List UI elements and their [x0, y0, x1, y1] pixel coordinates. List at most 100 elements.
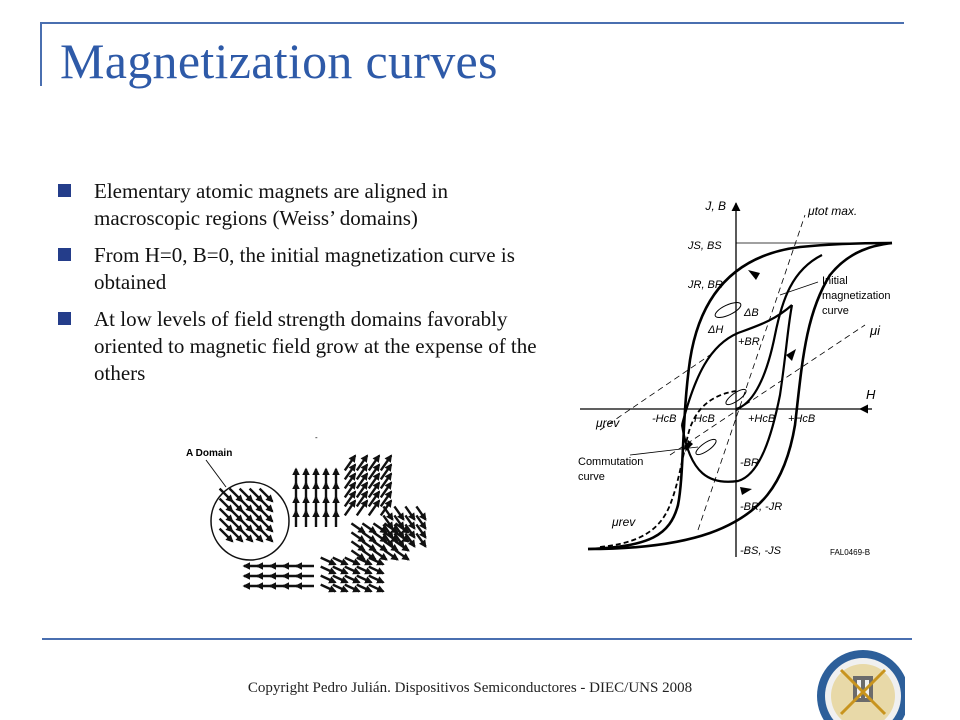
magnetic-moment-arrow	[367, 481, 381, 499]
jr-br-label: JR, BR	[687, 279, 723, 291]
magnetic-moment-arrow	[258, 487, 274, 503]
footer-copyright: Copyright Pedro Julián. Dispositivos Sem…	[247, 680, 693, 696]
magnetic-moment-arrow	[320, 565, 337, 575]
initial-magnetization-curve	[735, 254, 823, 411]
magnetic-moment-arrow	[372, 540, 388, 552]
magnetic-moment-arrow	[355, 472, 369, 490]
bullet-item: At low levels of field strength domains …	[58, 306, 558, 387]
magnetic-moment-arrow	[332, 565, 349, 575]
minor-loop	[714, 302, 742, 318]
minor-loop	[695, 438, 717, 456]
magnetic-moment-arrow	[344, 556, 361, 566]
bullet-text: Elementary atomic magnets are aligned in…	[94, 179, 448, 230]
magnetic-moment-arrow	[367, 499, 381, 517]
magnetic-moment-arrow	[332, 583, 349, 593]
magnetic-moment-arrow	[258, 527, 274, 543]
magnetic-moment-arrow	[343, 490, 357, 508]
magnetic-moment-arrow	[394, 531, 410, 543]
mu-rev-line	[599, 354, 711, 431]
bullet-list: Elementary atomic magnets are aligned in…	[58, 178, 558, 397]
mu-rev-left-label: μrev	[595, 416, 620, 430]
magnetic-moment-arrow	[379, 454, 393, 472]
magnetic-moment-arrow	[415, 532, 427, 548]
mu-i-label: μi	[869, 323, 881, 338]
magnetic-moment-arrow	[258, 507, 274, 523]
magnetic-moment-arrow	[343, 481, 357, 499]
magnetic-moment-arrow	[320, 556, 337, 566]
inner-loop-lower	[680, 304, 794, 483]
magnetic-moment-arrow	[343, 472, 357, 490]
mu-i-line	[669, 324, 866, 456]
mu-rev-bottom-label: μrev	[611, 515, 636, 529]
figure-code-label: FAL0469-B	[830, 548, 870, 557]
delta-h-label: ΔH	[707, 324, 723, 336]
left-rule	[40, 22, 42, 86]
initial-curve-pointer	[779, 281, 819, 296]
magnetic-moment-arrow	[383, 522, 399, 534]
magnetic-moment-arrow	[372, 522, 388, 534]
initial-curve-label-3: curve	[822, 305, 849, 317]
direction-arrow	[748, 270, 760, 280]
minus-hcb-label: -HcB	[652, 413, 676, 425]
svg-text:-: -	[315, 433, 318, 442]
magnetic-moment-arrow	[343, 454, 357, 472]
delta-b-label: ΔB	[743, 307, 759, 319]
magnetic-moment-arrow	[228, 527, 244, 543]
domain-circle	[210, 481, 290, 561]
commutation-curve	[599, 390, 737, 548]
magnetic-moment-arrow	[383, 540, 399, 552]
magnetic-moment-arrow	[383, 549, 399, 561]
magnetic-moment-arrow	[379, 481, 393, 499]
magnetic-moment-arrow	[394, 522, 410, 534]
magnetic-moment-arrow	[320, 574, 337, 584]
magnetic-moment-arrow	[343, 499, 357, 517]
inner-loop-upper	[680, 304, 793, 426]
bullet-text: From H=0, B=0, the initial magnetization…	[94, 243, 515, 294]
magnetic-moment-arrow	[355, 454, 369, 472]
magnetic-moment-arrow	[368, 556, 385, 566]
magnetic-moment-arrow	[258, 497, 274, 513]
magnetic-moment-arrow	[394, 549, 410, 561]
magnetic-moment-arrow	[367, 472, 381, 490]
bullet-text: At low levels of field strength domains …	[94, 307, 537, 385]
magnetic-moment-arrow	[344, 583, 361, 593]
slide-title: Magnetization curves	[60, 33, 498, 89]
commutation-label-1: Commutation	[578, 456, 643, 468]
plus-hcb-label-2: +HcB	[788, 413, 815, 425]
magnetic-moment-arrow	[379, 463, 393, 481]
university-seal-icon	[817, 650, 905, 720]
magnetic-moment-arrow	[383, 531, 399, 543]
magnetic-moment-arrow	[361, 540, 377, 552]
magnetic-moment-arrow	[379, 490, 393, 508]
footer-rule	[42, 638, 912, 640]
magnetic-moment-arrow	[356, 583, 373, 593]
top-rule	[40, 22, 904, 24]
magnetic-moment-arrow	[368, 574, 385, 584]
magnetic-moment-arrow	[404, 514, 416, 530]
magnetic-moment-arrow	[356, 556, 373, 566]
direction-arrow	[685, 440, 693, 452]
magnetic-moment-arrow	[361, 531, 377, 543]
domain-leader-line	[205, 459, 227, 488]
outer-loop-lower	[587, 241, 893, 551]
magnetic-moment-arrow	[355, 490, 369, 508]
mu-tot-max-line	[697, 214, 806, 531]
axis-x-label: H	[866, 387, 876, 402]
minus-br-label: -BR	[740, 457, 759, 469]
magnetic-moment-arrow	[350, 540, 366, 552]
magnetic-moment-arrow	[350, 531, 366, 543]
magnetic-moment-arrow	[415, 514, 427, 530]
mu-tot-max-label: μtot max.	[807, 204, 857, 218]
magnetic-moment-arrow	[332, 574, 349, 584]
magnetic-moment-arrow	[368, 565, 385, 575]
magnetic-moment-arrow	[320, 583, 337, 593]
magnetic-moment-arrow	[343, 463, 357, 481]
minor-loop	[725, 388, 747, 406]
domain-arrows	[218, 454, 427, 593]
magnetic-moment-arrow	[258, 517, 274, 533]
magnetic-moment-arrow	[218, 527, 234, 543]
magnetic-moment-arrow	[367, 454, 381, 472]
magnetic-moment-arrow	[372, 531, 388, 543]
outer-loop-upper	[587, 241, 893, 551]
square-bullet-icon	[58, 184, 71, 197]
